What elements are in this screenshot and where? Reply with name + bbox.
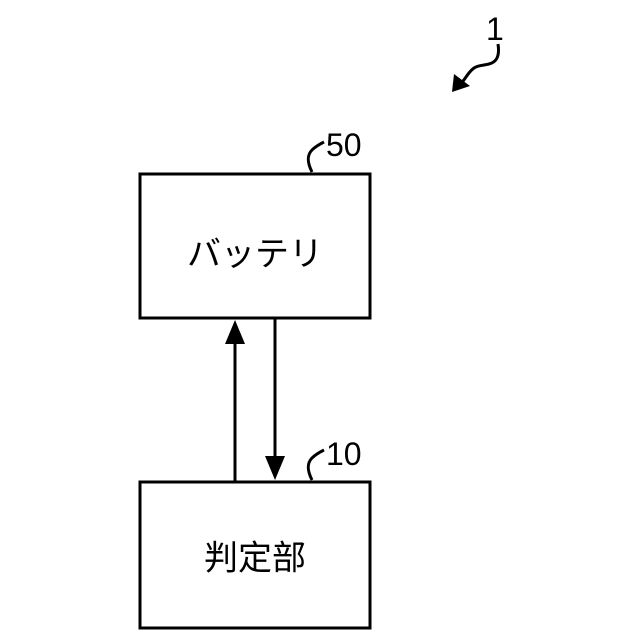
figure-ref-leader — [458, 44, 499, 86]
battery-label: バッテリ — [187, 235, 323, 275]
judge-label: 判定部 — [204, 539, 306, 579]
figure-ref-label: 1 — [486, 11, 504, 47]
battery-ref-leader — [308, 142, 324, 172]
judge-ref-label: 10 — [326, 436, 362, 472]
judge-block: 判定部 — [140, 482, 370, 628]
battery-ref-label: 50 — [326, 127, 362, 163]
arrow-up-head — [225, 320, 245, 344]
judge-ref-leader — [308, 450, 324, 480]
battery-block: バッテリ — [140, 174, 370, 318]
arrow-down-head — [265, 456, 285, 480]
